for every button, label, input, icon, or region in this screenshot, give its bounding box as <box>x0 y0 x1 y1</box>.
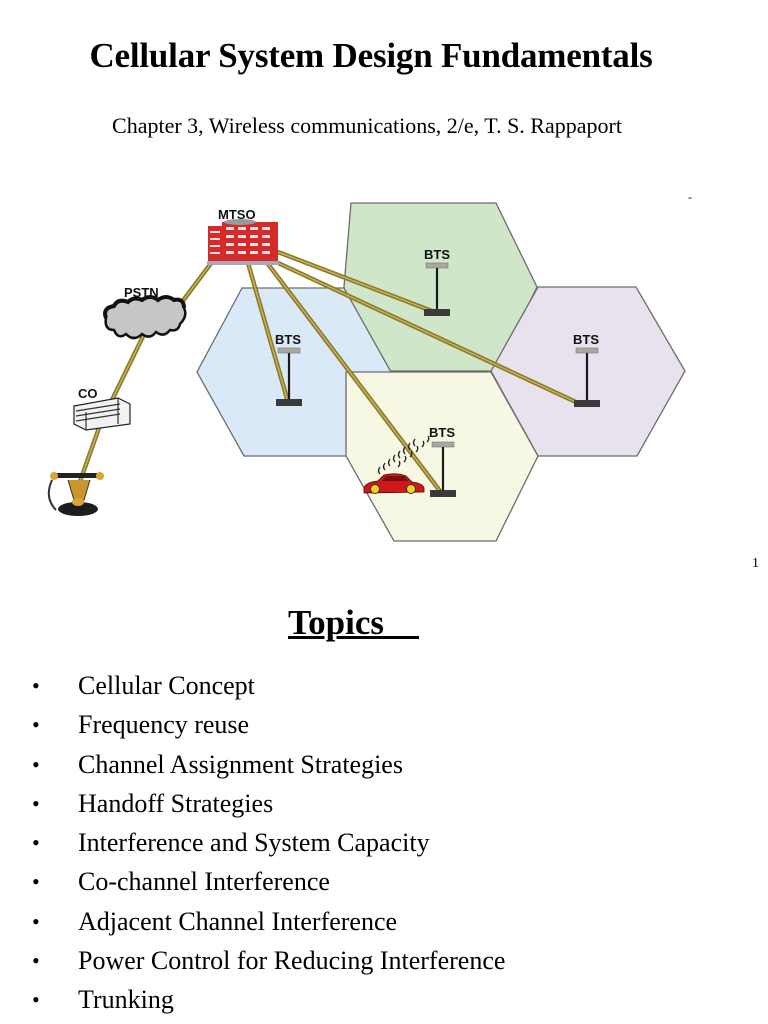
topic-text: Handoff Strategies <box>78 788 274 818</box>
central-office-icon <box>73 397 131 431</box>
mtso-building-icon <box>207 219 279 265</box>
antenna-base <box>424 309 450 316</box>
bts-label-green: BTS <box>424 247 450 262</box>
antenna-base <box>430 490 456 497</box>
cable-highlight <box>277 251 438 314</box>
bullet-icon: • <box>32 712 40 738</box>
bts-tower-lilac <box>574 347 600 407</box>
bts-label-yellow: BTS <box>429 425 455 440</box>
bullet-icon: • <box>32 751 40 777</box>
telephone-icon <box>47 472 104 516</box>
radio-waves-icon <box>377 435 430 475</box>
topic-text: Adjacent Channel Interference <box>78 906 398 936</box>
antenna-panel <box>431 441 455 448</box>
antenna-panel <box>277 347 301 354</box>
bullet-icon: • <box>32 869 40 895</box>
car-icon <box>363 473 425 494</box>
cables <box>74 249 581 494</box>
bullet-icon: • <box>32 830 40 856</box>
topic-text: Cellular Concept <box>78 671 255 700</box>
slide-subtitle: Chapter 3, Wireless communications, 2/e,… <box>112 113 622 138</box>
bullet-icon: • <box>32 673 40 698</box>
cable-highlight <box>247 262 289 403</box>
topic-text: Power Control for Reducing Interference <box>78 946 506 976</box>
bullet-icon: • <box>32 987 40 1013</box>
co-label: CO <box>78 386 98 401</box>
pstn-label: PSTN <box>124 285 159 300</box>
cable-highlight <box>275 261 579 404</box>
cellular-network-diagram: MTSO PSTN CO BTS BTS BTS BTS <box>47 202 686 542</box>
antenna-base <box>574 400 600 407</box>
bullet-icon: • <box>32 948 40 974</box>
stray-mark: - <box>688 190 692 204</box>
antenna-base <box>276 399 302 406</box>
topic-text: Frequency reuse <box>78 710 250 740</box>
topics-heading: Topics <box>288 603 419 642</box>
antenna-panel <box>425 262 449 269</box>
mtso-label: MTSO <box>218 207 256 222</box>
slide-title: Cellular System Design Fundamentals <box>89 36 653 75</box>
bts-tower-blue <box>276 347 302 406</box>
bullet-icon: • <box>32 908 40 934</box>
bts-tower-yellow <box>430 441 456 497</box>
bullet-icon: • <box>32 790 40 816</box>
topic-text: Channel Assignment Strategies <box>78 749 403 779</box>
topic-text: Co-channel Interference <box>78 867 330 897</box>
pstn-cloud-icon <box>103 295 187 340</box>
topic-text: Interference and System Capacity <box>78 828 430 858</box>
bts-tower-green <box>424 262 450 316</box>
bts-label-blue: BTS <box>275 332 301 347</box>
page-number: 1 <box>752 556 759 571</box>
cable-highlight <box>76 424 101 491</box>
antenna-panel <box>575 347 599 354</box>
topic-text: Trunking <box>78 985 174 1015</box>
bts-label-lilac: BTS <box>573 332 599 347</box>
